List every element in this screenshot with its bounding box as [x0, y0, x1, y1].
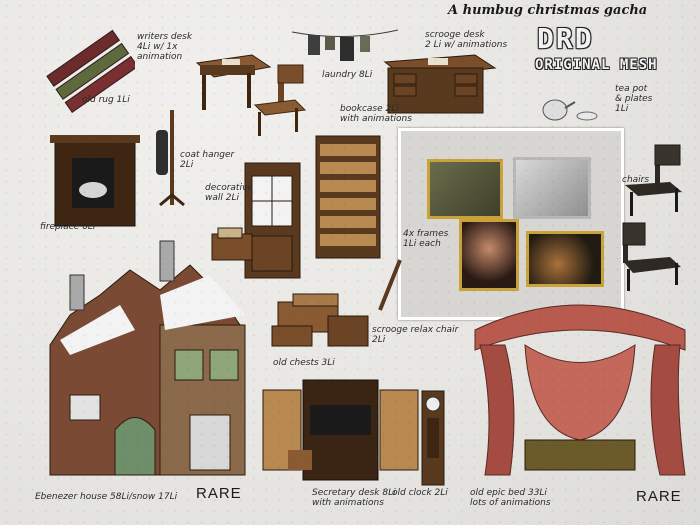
- brand-logo-mark: DRD: [537, 22, 594, 55]
- old-chests-illustration: [271, 293, 369, 347]
- frame-landscape-2: [513, 157, 591, 219]
- teapot-label: tea pot & plates 1Li: [615, 84, 653, 114]
- frames-label: 4x frames 1Li each: [403, 229, 449, 249]
- coat-hanger-illustration: [156, 110, 185, 207]
- bookcase-label: bookcase 2Li with animations: [340, 104, 412, 124]
- writers-chair-illustration: [253, 64, 307, 136]
- coat-hanger-label: coat hanger 2Li: [180, 150, 235, 170]
- chair-top-illustration: [625, 144, 682, 216]
- ebenezer-house-illustration: [49, 240, 246, 476]
- laundry-illustration: [291, 29, 399, 61]
- writers-desk-label: writers desk 4Li w/ 1x animation: [137, 32, 193, 62]
- teapot-illustration: [542, 99, 598, 121]
- frame-portrait: [459, 219, 519, 291]
- brand-logo: DRD ORIGINAL MESH: [535, 20, 695, 80]
- bookcase-illustration: [315, 135, 381, 259]
- chair-bottom-illustration: [622, 222, 681, 291]
- decorative-wall-label: decorative wall 2Li: [205, 183, 253, 203]
- old-epic-bed-illustration: [474, 304, 686, 476]
- secretary-desk-illustration: [262, 379, 419, 481]
- old-clock-label: old clock 2Li: [392, 488, 448, 498]
- frame-still-life: [526, 231, 604, 287]
- laundry-label: laundry 8Li: [322, 70, 373, 80]
- rugs-illustration: [46, 29, 135, 114]
- scrooge-desk-label: scrooge desk 2 Li w/ animations: [425, 30, 508, 50]
- fireplace-label: fireplace 6Li: [40, 222, 96, 232]
- brand-logo-subtitle: ORIGINAL MESH: [535, 57, 658, 73]
- writers-desk-illustration: [195, 54, 272, 110]
- scrooge-relax-chair-label: scrooge relax chair 2Li: [372, 325, 459, 345]
- old-chests-label: old chests 3Li: [273, 358, 335, 368]
- rugs-label: old rug 1Li: [82, 95, 130, 105]
- old-epic-bed-label: old epic bed 33Li lots of animations: [470, 488, 551, 508]
- crate-illustration: [211, 227, 253, 261]
- fireplace-illustration: [50, 135, 140, 227]
- secretary-desk-label: Secretary desk 8Li with animations: [312, 488, 396, 508]
- rare-badge-house: RARE: [196, 485, 242, 502]
- rare-badge-bed: RARE: [636, 488, 682, 505]
- decorative-wall-illustration: [244, 162, 301, 279]
- frame-landscape-1: [427, 159, 503, 219]
- poster-title: A humbug christmas gacha: [448, 3, 648, 18]
- scrooge-desk-illustration: [383, 54, 497, 114]
- old-clock-illustration: [421, 390, 445, 486]
- chairs-label: chairs: [622, 175, 650, 185]
- ebenezer-house-label: Ebenezer house 58Li/snow 17Li: [35, 492, 178, 502]
- relax-chair-illustration: [378, 259, 402, 311]
